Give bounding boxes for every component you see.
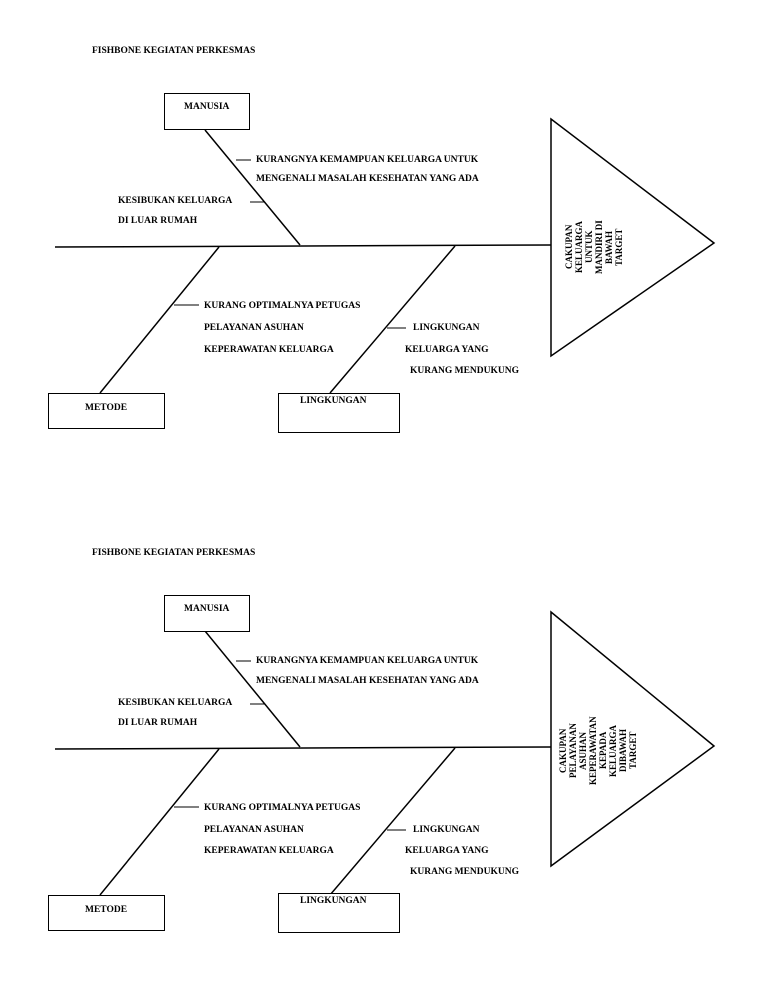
category-box-metode: METODE [48, 895, 165, 931]
effect-label: CAKUPAN KELUARGA UNTUK MANDIRI DI BAWAH … [564, 220, 624, 274]
fishbone-diagram-1: FISHBONE KEGIATAN PERKESMAS MANUSIA METO… [48, 46, 716, 433]
category-label-lingkungan: LINGKUNGAN [300, 396, 367, 406]
fishbone-diagram-2: FISHBONE KEGIATAN PERKESMAS MANUSIA METO… [0, 501, 768, 1002]
spine-line [54, 746, 552, 750]
cause-lingkungan-1-line2: KELUARGA YANG [405, 846, 489, 856]
cause-metode-1-line2: PELAYANAN ASUHAN [204, 825, 304, 835]
fishbone-skeleton [54, 610, 716, 896]
cause-manusia-2-line1: KESIBUKAN KELUARGA [118, 698, 233, 708]
cause-manusia-1-line1: KURANGNYA KEMAMPUAN KELUARGA UNTUK [256, 155, 479, 165]
cause-metode-1-line2: PELAYANAN ASUHAN [204, 323, 304, 333]
category-box-manusia: MANUSIA [164, 595, 250, 632]
category-label-manusia: MANUSIA [184, 604, 230, 614]
category-box-manusia: MANUSIA [164, 93, 250, 130]
cause-manusia-2-line2: DI LUAR RUMAH [118, 718, 198, 728]
cause-metode-1-line3: KEPERAWATAN KELUARGA [204, 846, 334, 856]
effect-label: CAKUPAN PELAYANAN ASUHAN KEPERAWATAN KEP… [558, 716, 638, 785]
category-label-metode: METODE [85, 905, 128, 915]
cause-lingkungan-1-line3: KURANG MENDUKUNG [410, 867, 519, 877]
bone-metode [99, 246, 220, 394]
cause-lingkungan-1-line1: LINGKUNGAN [413, 825, 480, 835]
cause-manusia-1-line2: MENGENALI MASALAH KESEHATAN YANG ADA [256, 676, 479, 686]
bone-lingkungan [329, 747, 456, 896]
category-label-manusia: MANUSIA [184, 102, 230, 112]
spine-line [54, 244, 552, 248]
category-box-metode: METODE [48, 393, 165, 429]
bone-metode [99, 748, 220, 896]
cause-manusia-2-line1: KESIBUKAN KELUARGA [118, 196, 233, 206]
cause-manusia-2-line2: DI LUAR RUMAH [118, 216, 198, 226]
fish-head-triangle [550, 610, 716, 868]
cause-lingkungan-1-line1: LINGKUNGAN [413, 323, 480, 333]
diagram-title: FISHBONE KEGIATAN PERKESMAS [92, 46, 256, 56]
cause-manusia-1-line1: KURANGNYA KEMAMPUAN KELUARGA UNTUK [256, 656, 479, 666]
cause-metode-1-line1: KURANG OPTIMALNYA PETUGAS [204, 803, 361, 813]
category-label-lingkungan: LINGKUNGAN [300, 896, 367, 906]
diagram-title: FISHBONE KEGIATAN PERKESMAS [92, 548, 256, 558]
cause-metode-1-line1: KURANG OPTIMALNYA PETUGAS [204, 301, 361, 311]
cause-lingkungan-1-line3: KURANG MENDUKUNG [410, 366, 519, 376]
bone-lingkungan [329, 245, 456, 394]
fish-head-triangle [550, 117, 716, 358]
cause-metode-1-line3: KEPERAWATAN KELUARGA [204, 345, 334, 355]
category-label-metode: METODE [85, 403, 128, 413]
bone-manusia [204, 630, 301, 748]
cause-lingkungan-1-line2: KELUARGA YANG [405, 345, 489, 355]
cause-manusia-1-line2: MENGENALI MASALAH KESEHATAN YANG ADA [256, 174, 479, 184]
category-box-lingkungan: LINGKUNGAN [278, 393, 400, 433]
bone-manusia [204, 129, 301, 246]
category-box-lingkungan: LINGKUNGAN [278, 893, 400, 933]
fishbone-skeleton [54, 117, 716, 394]
